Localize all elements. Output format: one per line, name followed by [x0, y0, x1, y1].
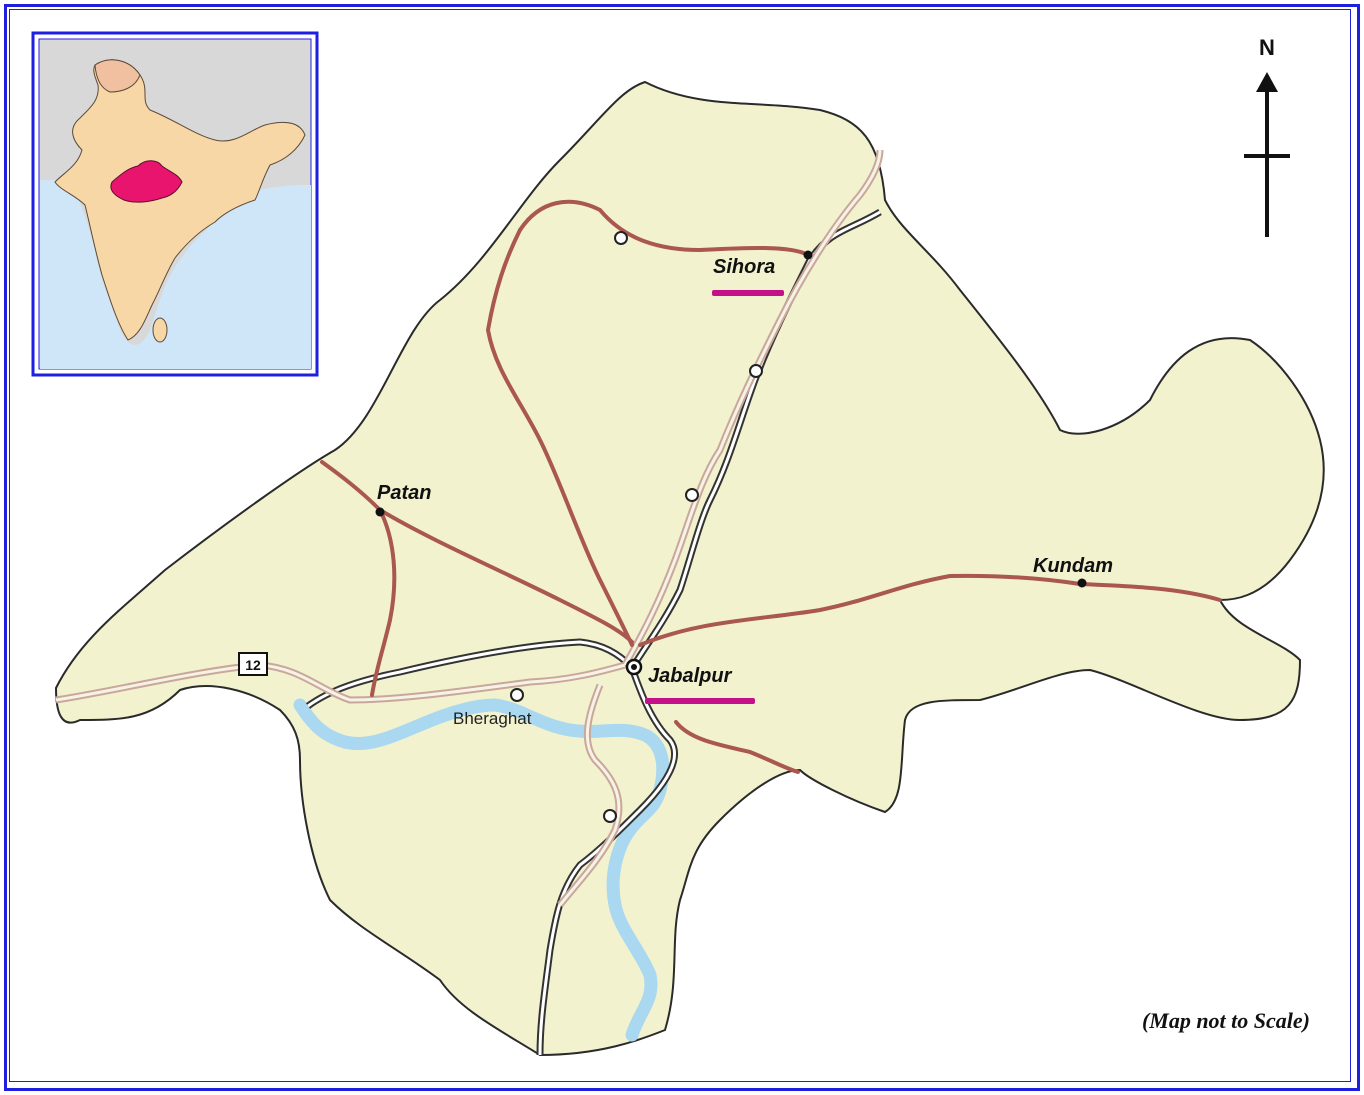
sihora-town-dot-icon [803, 250, 813, 260]
bheraghat-label: Bheraghat [453, 709, 532, 728]
inset-india-map [31, 31, 319, 377]
kundam-town-dot-icon [1077, 578, 1087, 588]
sihora-highlight-bar [712, 290, 784, 296]
highway-shield-icon: 12 [238, 652, 268, 676]
highway-number: 12 [245, 657, 261, 673]
major-roads [320, 199, 1222, 774]
north-label: N [1259, 35, 1275, 60]
north-arrow-icon: N [1244, 35, 1290, 237]
map-frame-inner [9, 9, 1351, 1082]
jabalpur-label: Jabalpur [648, 665, 733, 687]
station-circle-icon [510, 231, 763, 823]
sihora-label: Sihora [713, 256, 775, 278]
kundam-label: Kundam [1033, 555, 1113, 577]
scale-note: (Map not to Scale) [1141, 1008, 1310, 1033]
patan-town-dot-icon [375, 507, 385, 517]
inset-sea [40, 180, 311, 369]
highway-12 [55, 149, 884, 908]
inset-madhya-pradesh [110, 160, 183, 203]
jabalpur-highlight-bar [645, 698, 755, 704]
river-narmada [293, 698, 670, 1042]
inset-india-outline [54, 59, 306, 341]
inset-jk-region [94, 59, 141, 93]
patan-label: Patan [377, 482, 431, 504]
jabalpur-town-dot-icon [625, 658, 643, 676]
